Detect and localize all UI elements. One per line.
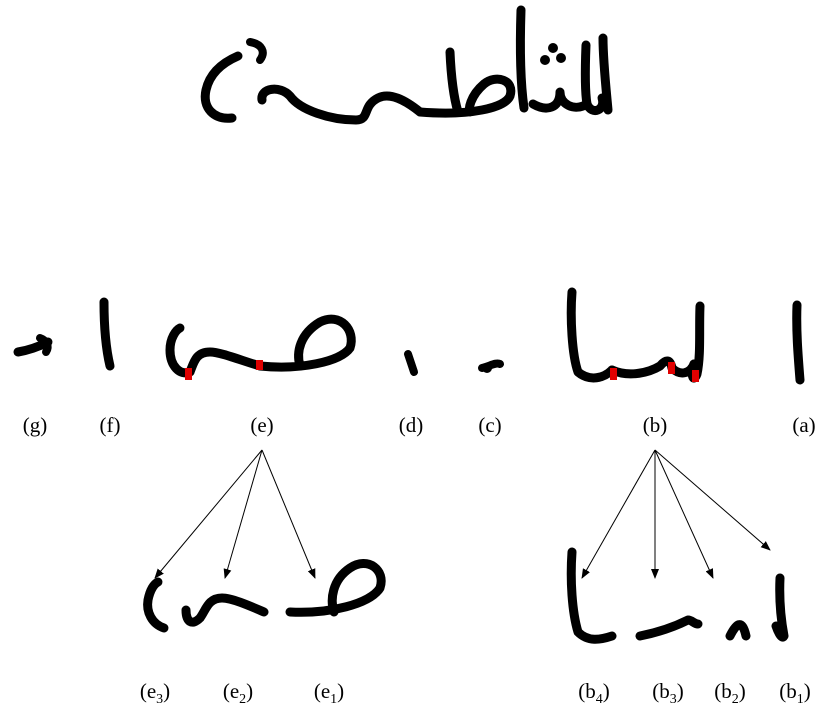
subpart-b3-glyph bbox=[640, 620, 698, 636]
label-b2: (b2) bbox=[714, 679, 746, 707]
part-c-glyph bbox=[482, 363, 500, 373]
arrows-from-e bbox=[155, 450, 315, 578]
label-b3: (b3) bbox=[652, 679, 684, 707]
part-a-glyph bbox=[797, 305, 800, 380]
label-f: (f) bbox=[100, 413, 121, 437]
subpart-b4-glyph bbox=[571, 552, 612, 639]
subpart-b1-glyph bbox=[776, 578, 784, 637]
cut-point bbox=[256, 360, 263, 370]
label-b1: (b1) bbox=[779, 679, 811, 707]
part-e-glyph bbox=[170, 319, 351, 380]
handwritten-word bbox=[205, 10, 608, 120]
label-e3: (e3) bbox=[140, 679, 170, 707]
subpart-e1-glyph bbox=[290, 564, 381, 613]
arrows-from-b bbox=[582, 450, 770, 578]
part-g-glyph bbox=[18, 338, 48, 352]
cut-point bbox=[692, 370, 699, 382]
subpart-b2-glyph bbox=[730, 625, 746, 636]
cut-point bbox=[610, 368, 617, 380]
part-b-glyph bbox=[571, 292, 700, 382]
cut-point bbox=[185, 368, 192, 380]
label-d: (d) bbox=[399, 413, 424, 437]
label-g: (g) bbox=[23, 413, 48, 437]
label-c: (c) bbox=[478, 413, 501, 437]
label-e1: (e1) bbox=[314, 679, 344, 707]
label-a: (a) bbox=[792, 413, 815, 437]
label-e2: (e2) bbox=[223, 679, 253, 707]
label-b: (b) bbox=[643, 413, 668, 437]
subpart-e3-glyph bbox=[148, 582, 164, 628]
subpart-e2-glyph bbox=[186, 598, 264, 622]
cut-point bbox=[668, 362, 675, 374]
label-e: (e) bbox=[250, 413, 273, 437]
label-b4: (b4) bbox=[578, 679, 610, 707]
part-d-glyph bbox=[408, 354, 414, 372]
part-f-glyph bbox=[104, 302, 110, 366]
